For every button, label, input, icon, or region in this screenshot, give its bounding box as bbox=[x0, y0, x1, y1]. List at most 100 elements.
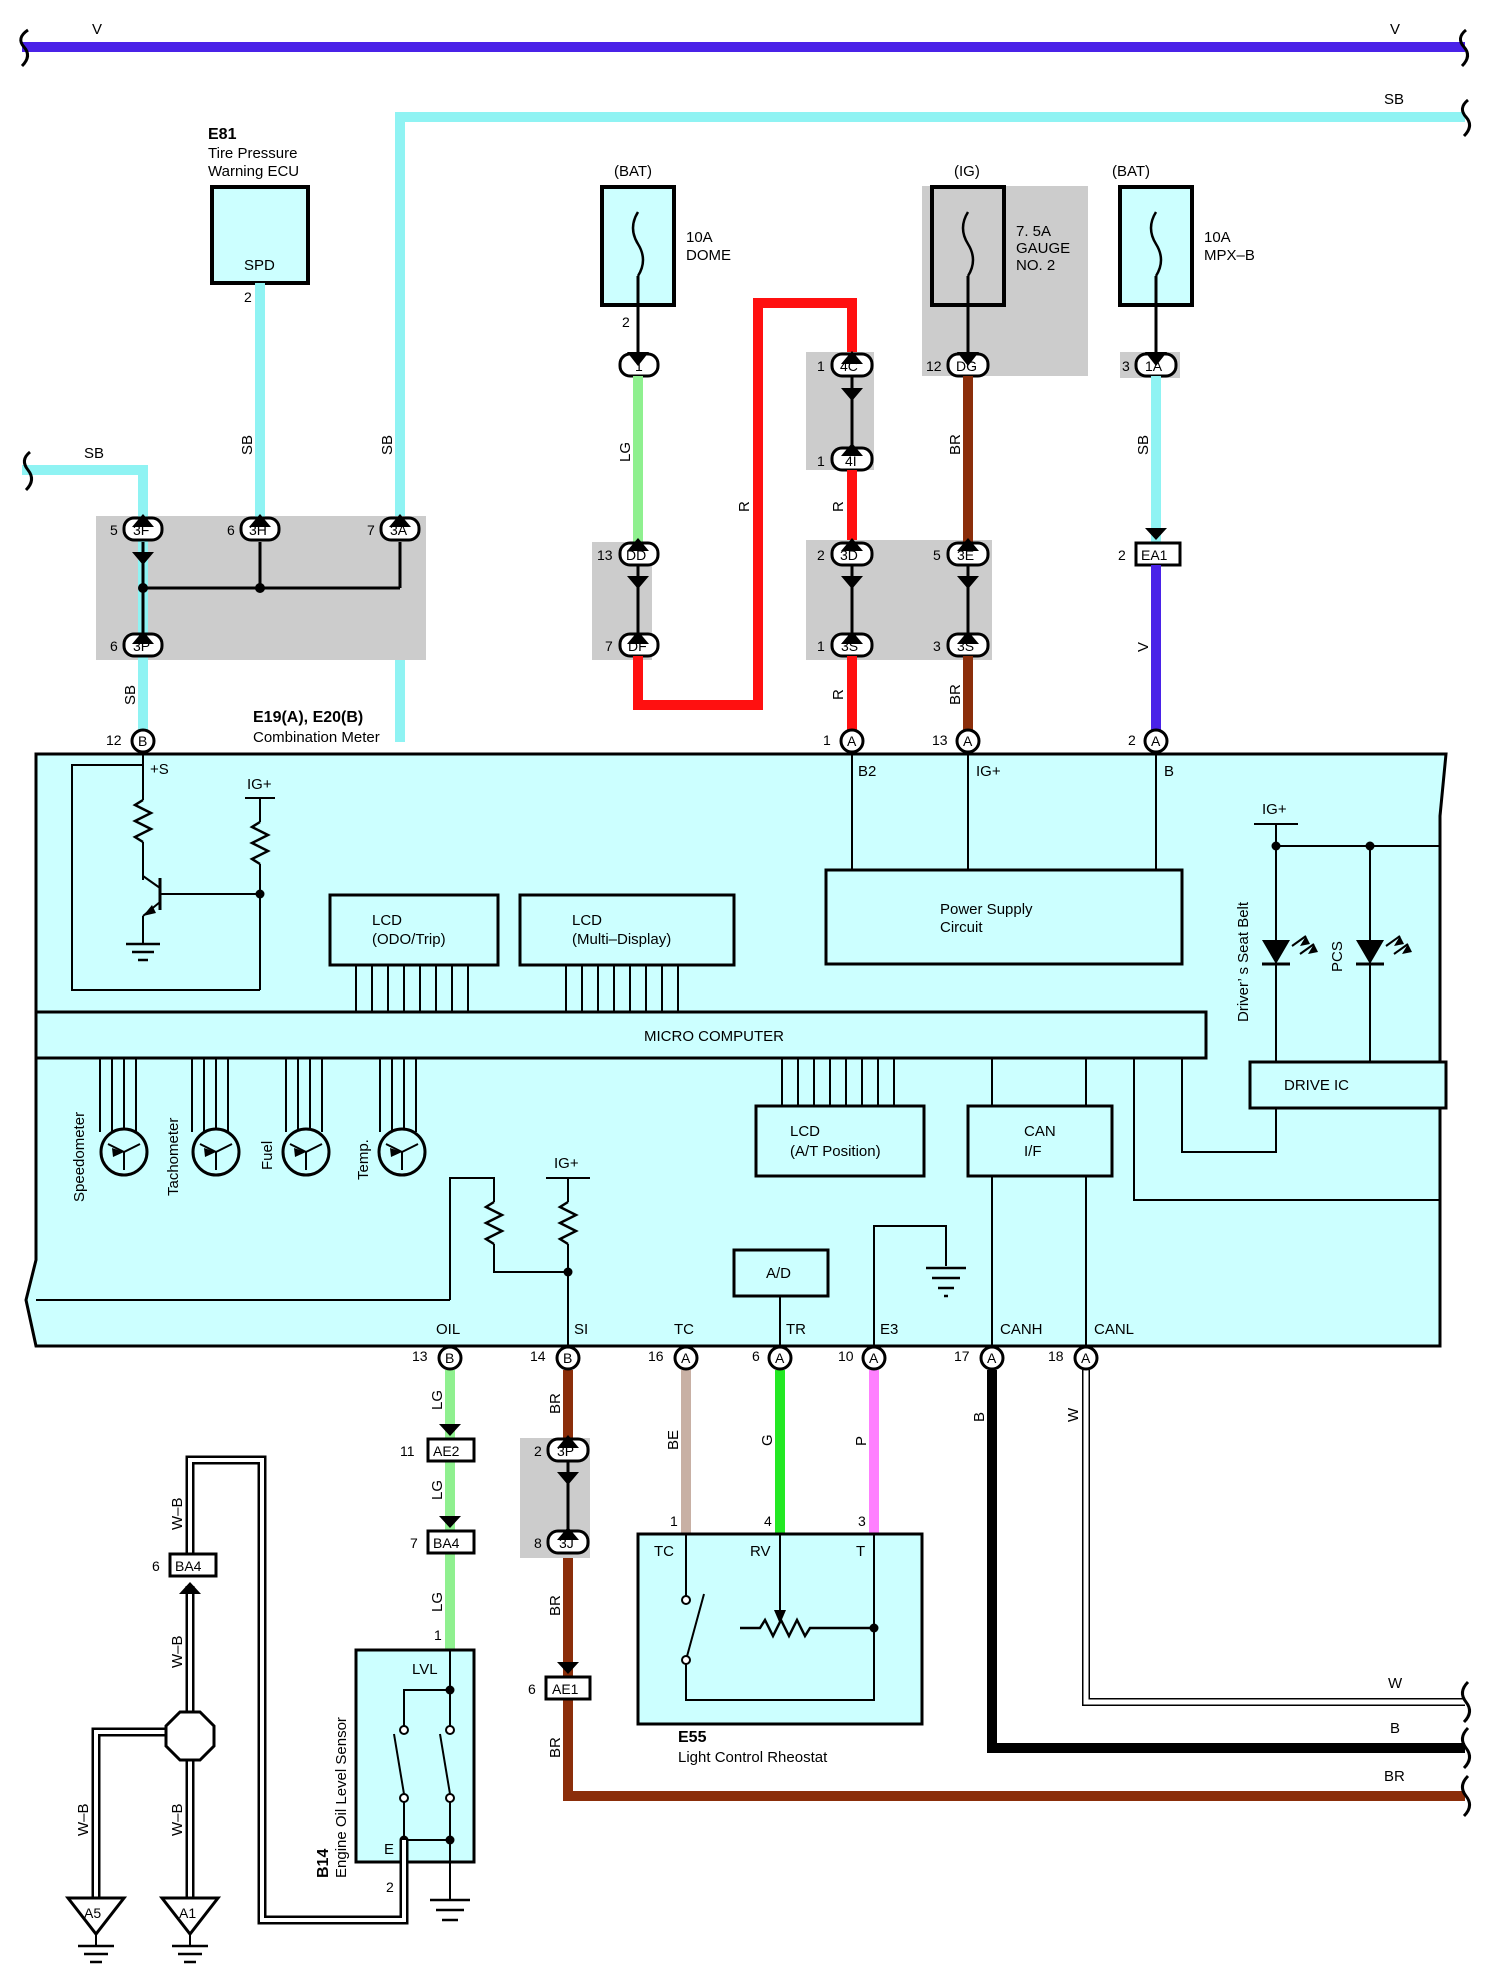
svg-text:A: A bbox=[963, 733, 973, 749]
block-label: DRIVE IC bbox=[1284, 1077, 1349, 1094]
wire-label: SB bbox=[1135, 435, 1152, 455]
svg-text:A5: A5 bbox=[84, 1905, 101, 1921]
svg-text:3: 3 bbox=[1122, 358, 1130, 374]
tachometer-gauge bbox=[191, 1058, 241, 1177]
svg-text:12: 12 bbox=[106, 732, 122, 748]
resistor-icon bbox=[132, 798, 154, 844]
svg-text:2: 2 bbox=[1128, 732, 1136, 748]
wire-label: G bbox=[759, 1434, 776, 1446]
splice-octagon-icon bbox=[164, 1710, 216, 1762]
indicator-label: Driver’ s Seat Belt bbox=[1235, 901, 1252, 1022]
wire-label: SB bbox=[379, 435, 396, 455]
wire-label: SB bbox=[239, 435, 256, 455]
wire-label: B bbox=[971, 1412, 988, 1422]
component-name: Light Control Rheostat bbox=[678, 1749, 828, 1766]
svg-text:2: 2 bbox=[817, 547, 825, 563]
terminal-label: B bbox=[1164, 763, 1174, 780]
svg-text:A: A bbox=[775, 1350, 785, 1366]
gauge-label: Fuel bbox=[259, 1141, 276, 1170]
lcd-label: (A/T Position) bbox=[790, 1143, 881, 1160]
block-label: I/F bbox=[1024, 1143, 1042, 1160]
svg-text:A: A bbox=[987, 1350, 997, 1366]
svg-text:1: 1 bbox=[635, 358, 643, 374]
lcd-at-position bbox=[754, 1104, 926, 1178]
svg-text:B: B bbox=[563, 1350, 572, 1366]
svg-text:7: 7 bbox=[605, 638, 613, 654]
terminal-label: IG+ bbox=[976, 763, 1001, 780]
wire-label: W–B bbox=[169, 1803, 186, 1836]
connector-A16: 16 A bbox=[648, 1345, 699, 1371]
svg-text:AE1: AE1 bbox=[552, 1681, 579, 1697]
block-label: MICRO COMPUTER bbox=[644, 1028, 784, 1045]
svg-text:A: A bbox=[869, 1350, 879, 1366]
wire-label: P bbox=[853, 1436, 870, 1446]
temp-gauge bbox=[377, 1058, 427, 1177]
svg-text:6: 6 bbox=[528, 1681, 536, 1697]
fuse-rating: 7. 5A bbox=[1016, 223, 1051, 240]
svg-text:B: B bbox=[445, 1350, 454, 1366]
svg-text:10: 10 bbox=[838, 1348, 854, 1364]
wire-label: BE bbox=[665, 1430, 682, 1450]
fuse-source: (IG) bbox=[954, 163, 980, 180]
terminal-label: OIL bbox=[436, 1321, 460, 1338]
lcd-odo-trip bbox=[328, 893, 500, 967]
speedometer-gauge bbox=[99, 1058, 149, 1177]
wire-break-icon bbox=[23, 450, 33, 492]
fuse-rating: 10A bbox=[686, 229, 713, 246]
wire-label: BR bbox=[547, 1737, 564, 1758]
pin-number: 2 bbox=[622, 314, 630, 330]
variable-resistor-icon bbox=[740, 1617, 874, 1639]
connector-A1: 1 A bbox=[823, 728, 865, 754]
svg-text:3: 3 bbox=[933, 638, 941, 654]
splice-dot bbox=[138, 583, 148, 593]
svg-text:1: 1 bbox=[823, 732, 831, 748]
bus-lines bbox=[355, 965, 679, 1012]
terminal-label: CANH bbox=[1000, 1321, 1043, 1338]
wire-label: LG bbox=[617, 442, 634, 462]
connector-A2: 2 A bbox=[1128, 728, 1169, 754]
e81-ecu-box bbox=[210, 185, 310, 285]
terminal-label: E3 bbox=[880, 1321, 898, 1338]
terminal-label: TC bbox=[674, 1321, 694, 1338]
wire-label: V bbox=[92, 21, 102, 38]
fuse-name: MPX–B bbox=[1204, 247, 1255, 264]
connector-A6: 6 A bbox=[752, 1345, 793, 1371]
fuse-icon bbox=[1149, 211, 1163, 277]
terminal-label: E bbox=[384, 1841, 394, 1858]
splice-dot bbox=[255, 583, 265, 593]
svg-text:BA4: BA4 bbox=[433, 1535, 460, 1551]
svg-text:DG: DG bbox=[956, 358, 977, 374]
wire-label: W–B bbox=[169, 1497, 186, 1530]
component-name: Engine Oil Level Sensor bbox=[333, 1717, 350, 1878]
wire-label: R bbox=[736, 501, 753, 512]
wire-label: BR bbox=[947, 434, 964, 455]
pin-number: 1 bbox=[434, 1627, 442, 1643]
wire-label: R bbox=[830, 501, 847, 512]
wire-b-canh bbox=[987, 1370, 1465, 1753]
component-name: Tire Pressure bbox=[208, 145, 297, 162]
svg-text:7: 7 bbox=[410, 1535, 418, 1551]
svg-text:14: 14 bbox=[530, 1348, 546, 1364]
svg-text:2: 2 bbox=[1118, 547, 1126, 563]
block-label: Power Supply bbox=[940, 901, 1033, 918]
wire-break-icon bbox=[1461, 1726, 1471, 1770]
wire-label: BR bbox=[1384, 1768, 1405, 1785]
ground-point-A5: A5 bbox=[64, 1896, 128, 1964]
fuel-gauge bbox=[281, 1058, 331, 1177]
wire-break-icon bbox=[1459, 28, 1469, 68]
svg-text:5: 5 bbox=[933, 547, 941, 563]
wire-label: W bbox=[1065, 1407, 1082, 1422]
ad-converter bbox=[732, 1248, 830, 1298]
component-code: B14 bbox=[315, 1849, 332, 1878]
component-name: Warning ECU bbox=[208, 163, 299, 180]
svg-text:A1: A1 bbox=[179, 1905, 196, 1921]
lcd-label: LCD bbox=[790, 1123, 820, 1140]
terminal-label: TC bbox=[654, 1543, 674, 1560]
wire-label: W bbox=[1388, 1675, 1403, 1692]
switch-icon bbox=[445, 1725, 455, 1735]
pin-number: 2 bbox=[244, 289, 252, 305]
fuse-icon bbox=[961, 211, 975, 277]
svg-text:EA1: EA1 bbox=[1141, 547, 1168, 563]
terminal-label: T bbox=[856, 1543, 865, 1560]
